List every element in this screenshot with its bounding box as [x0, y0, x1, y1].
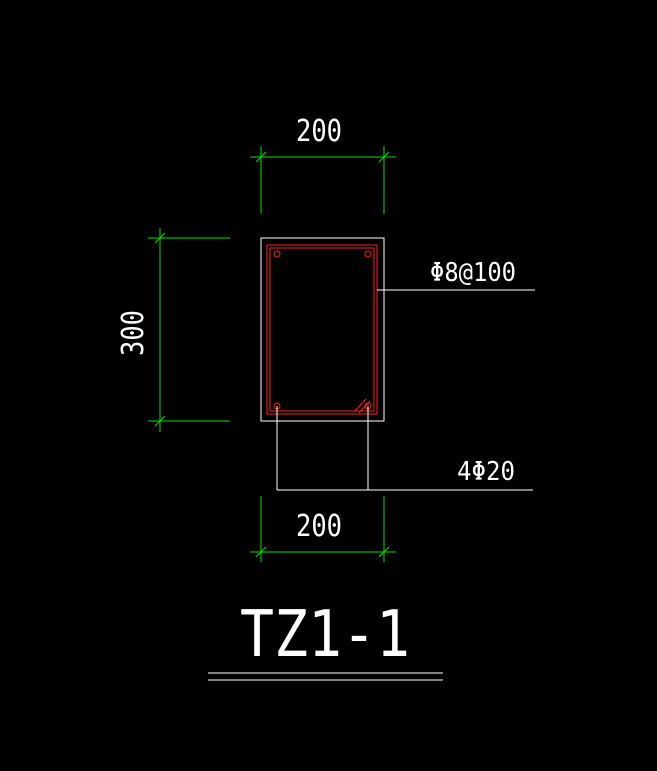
bottom-dimension-label: 200	[296, 509, 342, 544]
top-dim-tick-left	[255, 151, 267, 163]
bottom-dim-tick-left	[255, 546, 267, 558]
bottom-dim-tick-right	[378, 546, 390, 558]
stirrup-callout: Φ8@100	[430, 258, 516, 288]
stirrup-hook-1	[354, 398, 367, 412]
section-title: TZ1-1	[240, 598, 410, 672]
left-dim-tick-bottom	[154, 415, 166, 427]
left-dim-tick-top	[154, 232, 166, 244]
rebar-bar-top-right	[364, 250, 372, 258]
column-outline	[260, 237, 385, 422]
left-dimension-label: 300	[116, 310, 151, 356]
left-dimension	[148, 228, 230, 432]
rebar-bars	[273, 250, 372, 410]
top-dimension	[250, 146, 396, 214]
top-dim-tick-right	[378, 151, 390, 163]
title-underline	[208, 672, 443, 681]
rebar-callout: 4Φ20	[457, 457, 515, 487]
stirrup-inner	[269, 247, 375, 412]
stirrup	[266, 244, 378, 415]
stirrup-outer	[266, 244, 378, 415]
rebar-bar-top-left	[273, 250, 281, 258]
rebar-leader	[276, 406, 533, 491]
bottom-dimension	[250, 496, 396, 562]
top-dimension-label: 200	[296, 114, 342, 149]
